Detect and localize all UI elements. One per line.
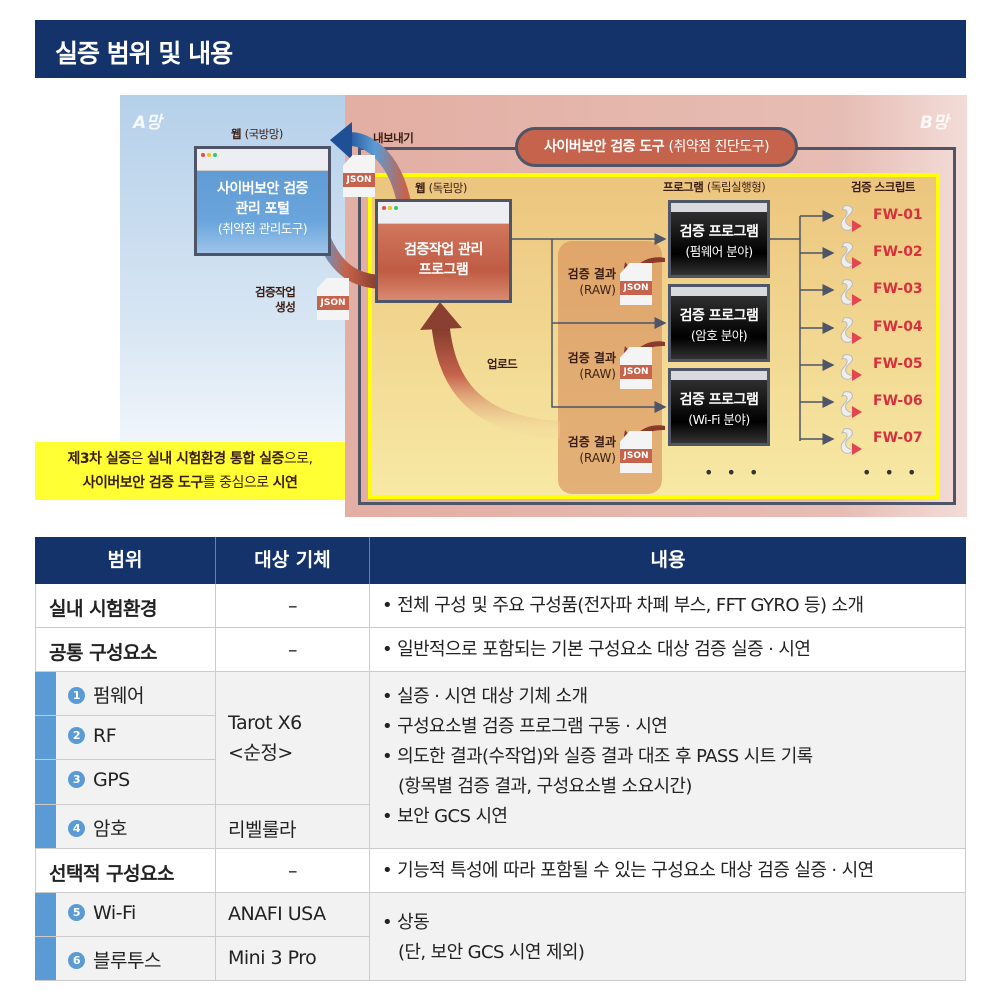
result-label: 검증 결과(RAW): [567, 435, 616, 465]
manager-title-1: 검증작업 관리: [404, 242, 483, 258]
summary-callout: 제3차 실증은 실내 시험환경 통합 실증으로, 사이버보안 검증 도구를 중심…: [35, 442, 345, 500]
verification-program-wifi: 검증 프로그램(Wi-Fi 분야): [668, 368, 770, 446]
tool-name: 사이버보안 검증 도구: [543, 139, 665, 155]
json-file-icon: JSON: [620, 431, 652, 473]
manager-title-2: 프로그램: [418, 262, 469, 278]
more-programs-ellipsis: • • •: [704, 463, 763, 482]
scope-indoor: 실내 시험환경: [35, 584, 216, 628]
script-label: FW-07: [873, 430, 923, 446]
scope-common: 공통 구성요소: [35, 628, 216, 672]
target-optional: –: [216, 849, 370, 893]
portal-title-1: 사이버보안 검증: [216, 181, 309, 197]
json-file-icon: JSON: [343, 155, 375, 197]
browser-chrome: [378, 202, 509, 224]
content-optional-items: 상동 (단, 보안 GCS 시연 제외): [370, 893, 966, 981]
manager-caption: 웹 (독립망): [415, 181, 467, 195]
script-scroll-icon: [838, 241, 862, 269]
header-content: 내용: [370, 537, 966, 584]
portal-caption-bold: 웹: [231, 127, 242, 141]
script-scroll-icon: [838, 278, 862, 306]
target-rebel: 리벨룰라: [216, 805, 370, 849]
script-scroll-icon: [838, 316, 862, 344]
content-indoor: 전체 구성 및 주요 구성품(전자파 차폐 부스, FFT GYRO 등) 소개: [370, 584, 966, 628]
result-label: 검증 결과(RAW): [567, 351, 616, 381]
manager-window: 검증작업 관리 프로그램: [375, 199, 512, 303]
scripts-header: 검증 스크립트: [851, 180, 915, 194]
content-common: 일반적으로 포함되는 기본 구성요소 대상 검증 실증 · 시연: [370, 628, 966, 672]
upload-arrow: [431, 319, 561, 439]
json-file-icon: JSON: [620, 263, 652, 305]
programs-header: 프로그램 (독립실행형): [663, 180, 766, 194]
target-mini3pro: Mini 3 Pro: [216, 937, 370, 981]
row-marker: [35, 805, 56, 849]
portal-caption: 웹 (국방망): [231, 126, 283, 142]
verification-program-firmware: 검증 프로그램(펌웨어 분야): [668, 200, 770, 278]
row-marker: [35, 937, 56, 981]
more-scripts-ellipsis: • • •: [862, 463, 921, 482]
script-scroll-icon: [838, 204, 862, 232]
zone-b-label: B망: [920, 113, 949, 133]
row-marker: [35, 893, 56, 937]
content-common-items: 실증 · 시연 대상 기체 소개 구성요소별 검증 프로그램 구동 · 시연 의…: [370, 672, 966, 849]
script-scroll-icon: [838, 427, 862, 455]
script-scroll-icon: [838, 390, 862, 418]
row-marker: [35, 716, 56, 760]
page-title: 실증 범위 및 내용: [35, 20, 966, 78]
portal-window: 사이버보안 검증 관리 포털 (취약점 관리도구): [194, 146, 331, 256]
script-label: FW-05: [873, 356, 923, 372]
scope-optional: 선택적 구성요소: [35, 849, 216, 893]
target-common: –: [216, 628, 370, 672]
target-tarot: Tarot X6<순정>: [216, 672, 370, 805]
script-label: FW-03: [873, 281, 923, 297]
portal-sub: (취약점 관리도구): [217, 221, 308, 236]
json-file-icon: JSON: [620, 347, 652, 389]
verification-program-crypto: 검증 프로그램(암호 분야): [668, 284, 770, 362]
target-anafi: ANAFI USA: [216, 893, 370, 937]
result-label: 검증 결과(RAW): [567, 267, 616, 297]
script-label: FW-02: [873, 244, 923, 260]
browser-chrome: [197, 149, 328, 171]
script-label: FW-06: [873, 393, 923, 409]
content-optional: 기능적 특성에 따라 포함될 수 있는 구성요소 대상 검증 실증 · 시연: [370, 849, 966, 893]
cyber-tool-label: 사이버보안 검증 도구 (취약점 진단도구): [515, 127, 798, 167]
script-label: FW-01: [873, 207, 923, 223]
row-marker: [35, 672, 56, 716]
header-scope: 범위: [35, 537, 216, 584]
row-marker: [35, 760, 56, 805]
script-label: FW-04: [873, 319, 923, 335]
json-file-icon: JSON: [317, 278, 349, 320]
script-scroll-icon: [838, 353, 862, 381]
tool-sub: (취약점 진단도구): [668, 139, 770, 155]
header-target: 대상 기체: [216, 537, 370, 584]
upload-label: 업로드: [487, 357, 518, 371]
portal-caption-sub: (국방망): [244, 127, 284, 141]
export-label: 내보내기: [373, 131, 414, 145]
zone-a-label: A망: [133, 113, 162, 133]
target-indoor: –: [216, 584, 370, 628]
portal-title-2: 관리 포털: [235, 201, 290, 217]
